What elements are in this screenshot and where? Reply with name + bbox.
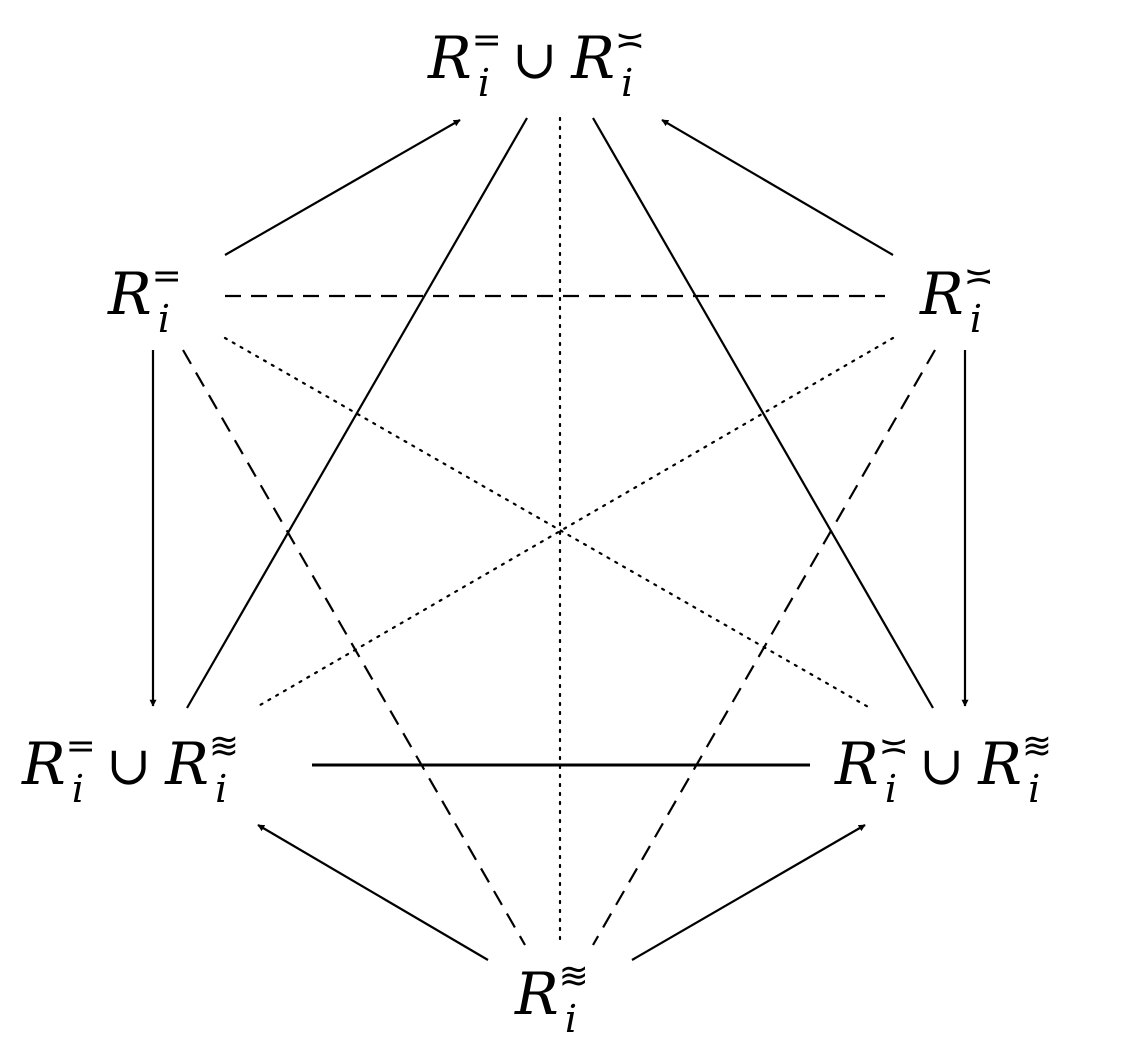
edge-top-bottom-left-solid bbox=[186, 117, 528, 709]
edge-left-bottom-dashed bbox=[182, 349, 526, 946]
edge-top-bottom-right-solid bbox=[592, 117, 934, 709]
edge-bottom-to-bottom-right-arrow bbox=[631, 824, 866, 961]
node-left: R=i bbox=[107, 256, 182, 341]
node-top: R=i∪R≍i bbox=[427, 20, 645, 105]
edge-bottom-to-bottom-left-arrow bbox=[257, 824, 489, 961]
node-bottom-left: R=i∪R≋i bbox=[21, 726, 239, 811]
edge-right-bottom-left-dotted bbox=[253, 336, 895, 710]
edge-left-to-top-arrow bbox=[224, 119, 461, 256]
node-bottom-right: R≍i∪R≋i bbox=[834, 726, 1052, 811]
edge-left-bottom-right-dotted bbox=[223, 336, 872, 710]
node-bottom: R≋i bbox=[514, 956, 589, 1041]
edge-right-to-top-arrow bbox=[661, 119, 894, 256]
node-right: R≍i bbox=[919, 256, 994, 341]
